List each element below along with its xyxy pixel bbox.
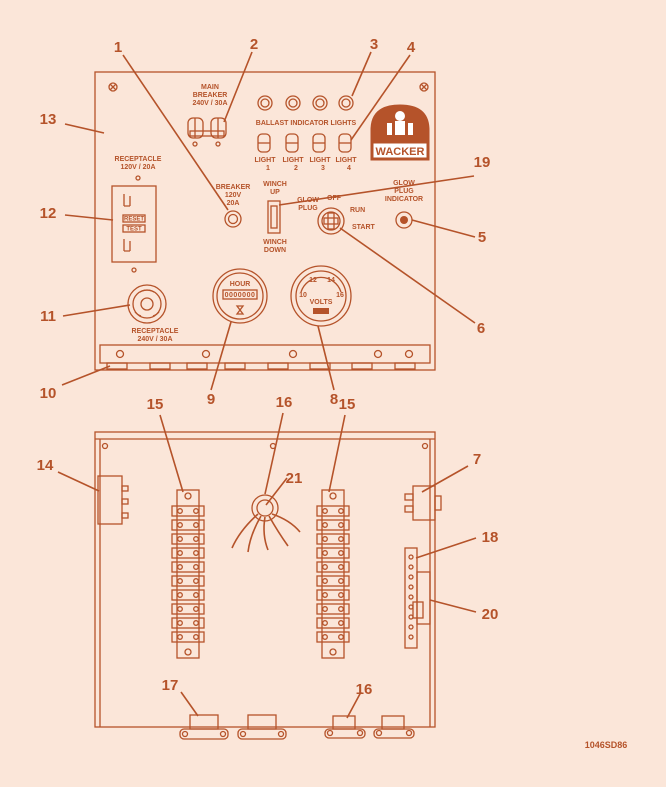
relay-block-left	[97, 475, 129, 525]
callout-8: 8	[330, 391, 338, 408]
figure-code: 1046SD86	[585, 740, 628, 750]
receptacle-240v[interactable]	[127, 284, 167, 324]
callout-19: 19	[474, 154, 491, 171]
callout-2: 2	[250, 36, 258, 53]
light-switches[interactable]	[257, 133, 352, 153]
light1-label: LIGHT	[255, 157, 277, 164]
light4-label: LIGHT	[336, 157, 358, 164]
receptacle-120-label-1: RECEPTACLE	[115, 156, 162, 163]
bottom-connector-17	[179, 714, 229, 740]
bottom-screw-row	[106, 349, 416, 370]
bottom-connector-4	[373, 715, 415, 739]
callout-12: 12	[40, 205, 57, 222]
light2-label: LIGHT	[283, 157, 305, 164]
winch-up-label-2: UP	[270, 189, 280, 196]
light1-num: 1	[266, 165, 270, 172]
receptacle-120-label-2: 120V / 20A	[120, 164, 155, 171]
bottom-connector-2	[237, 714, 287, 740]
callout-16-bottom: 16	[356, 681, 373, 698]
leader-lines	[57, 51, 477, 719]
glow-indicator-label-1: GLOW	[393, 180, 415, 187]
callout-11: 11	[40, 308, 56, 325]
top-panel: MAIN BREAKER 240V / 30A BALLAST INDICATO…	[94, 71, 436, 371]
hour-meter-reading: 0000000	[225, 292, 256, 299]
wacker-logo	[370, 104, 430, 161]
light4-num: 4	[347, 165, 351, 172]
callout-10: 10	[40, 385, 57, 402]
callout-20: 20	[482, 606, 499, 623]
winch-down-label-2: DOWN	[264, 247, 286, 254]
glow-indicator-label-2: PLUG	[394, 188, 414, 195]
bottom-connector-16	[324, 715, 366, 739]
callout-15-left: 15	[147, 396, 164, 413]
glow-indicator-label-3: INDICATOR	[385, 196, 423, 203]
winch-down-label-1: WINCH	[263, 239, 287, 246]
breaker-label-3: 20A	[227, 200, 240, 207]
receptacle-240-label-1: RECEPTACLE	[132, 328, 179, 335]
callout-21: 21	[286, 470, 303, 487]
callout-17: 17	[162, 677, 179, 694]
breaker-label-1: BREAKER	[216, 184, 251, 191]
callout-1: 1	[114, 39, 122, 56]
callout-3: 3	[370, 36, 378, 53]
light3-num: 3	[321, 165, 325, 172]
breaker-label-2: 120V	[225, 192, 242, 199]
test-button[interactable]: TEST	[126, 227, 142, 233]
callout-6: 6	[477, 320, 485, 337]
reset-button[interactable]: RESET	[124, 217, 144, 223]
ballast-lights-label: BALLAST INDICATOR LIGHTS	[256, 120, 357, 127]
volts-label: VOLTS	[310, 299, 333, 306]
fuse-strip	[404, 547, 431, 649]
winch-up-label-1: WINCH	[263, 181, 287, 188]
glow-plug-indicator-light	[395, 211, 413, 229]
hour-meter	[212, 268, 268, 324]
gauge-tick-12: 12	[309, 277, 317, 284]
callout-15-right: 15	[339, 396, 356, 413]
wacker-logo-text: WACKER	[376, 146, 425, 158]
off-label: OFF	[327, 195, 342, 202]
main-breaker-label-2: BREAKER	[193, 92, 228, 99]
callout-4: 4	[407, 39, 416, 56]
bottom-panel	[94, 431, 442, 740]
receptacle-240-label-2: 240V / 30A	[137, 336, 172, 343]
corner-screw	[419, 82, 429, 92]
light2-num: 2	[294, 165, 298, 172]
callout-14: 14	[37, 457, 54, 474]
terminal-strip-right	[316, 489, 350, 659]
gauge-tick-10: 10	[299, 292, 307, 299]
gauge-tick-14: 14	[327, 277, 335, 284]
receptacle-120v[interactable]	[111, 185, 157, 263]
callout-5: 5	[478, 229, 486, 246]
gauge-tick-16: 16	[336, 292, 344, 299]
breaker-120v-button[interactable]	[224, 210, 242, 228]
callout-numbers: 1 2 3 4 5 6 7 8 9 10 11 12 13 14 15 15 1…	[37, 36, 499, 698]
callout-7: 7	[473, 451, 481, 468]
run-label: RUN	[350, 207, 365, 214]
glow-plug-label-2: PLUG	[298, 205, 318, 212]
corner-screw	[108, 82, 118, 92]
main-breaker-label-1: MAIN	[201, 84, 219, 91]
ballast-indicator-lights	[257, 95, 354, 111]
callout-16-top: 16	[276, 394, 293, 411]
cable-gland	[231, 494, 301, 553]
callout-9: 9	[207, 391, 215, 408]
terminal-strip-left	[171, 489, 205, 659]
main-breaker-label-3: 240V / 30A	[192, 100, 227, 107]
callout-13: 13	[40, 111, 57, 128]
winch-switch[interactable]	[267, 200, 281, 234]
main-breaker[interactable]	[187, 117, 227, 147]
ignition-key-switch[interactable]	[317, 207, 345, 235]
callout-18: 18	[482, 529, 499, 546]
hour-label: HOUR	[230, 281, 251, 288]
relay-block-right	[404, 485, 442, 521]
light3-label: LIGHT	[310, 157, 332, 164]
start-label: START	[352, 224, 376, 231]
volt-gauge	[290, 265, 352, 327]
